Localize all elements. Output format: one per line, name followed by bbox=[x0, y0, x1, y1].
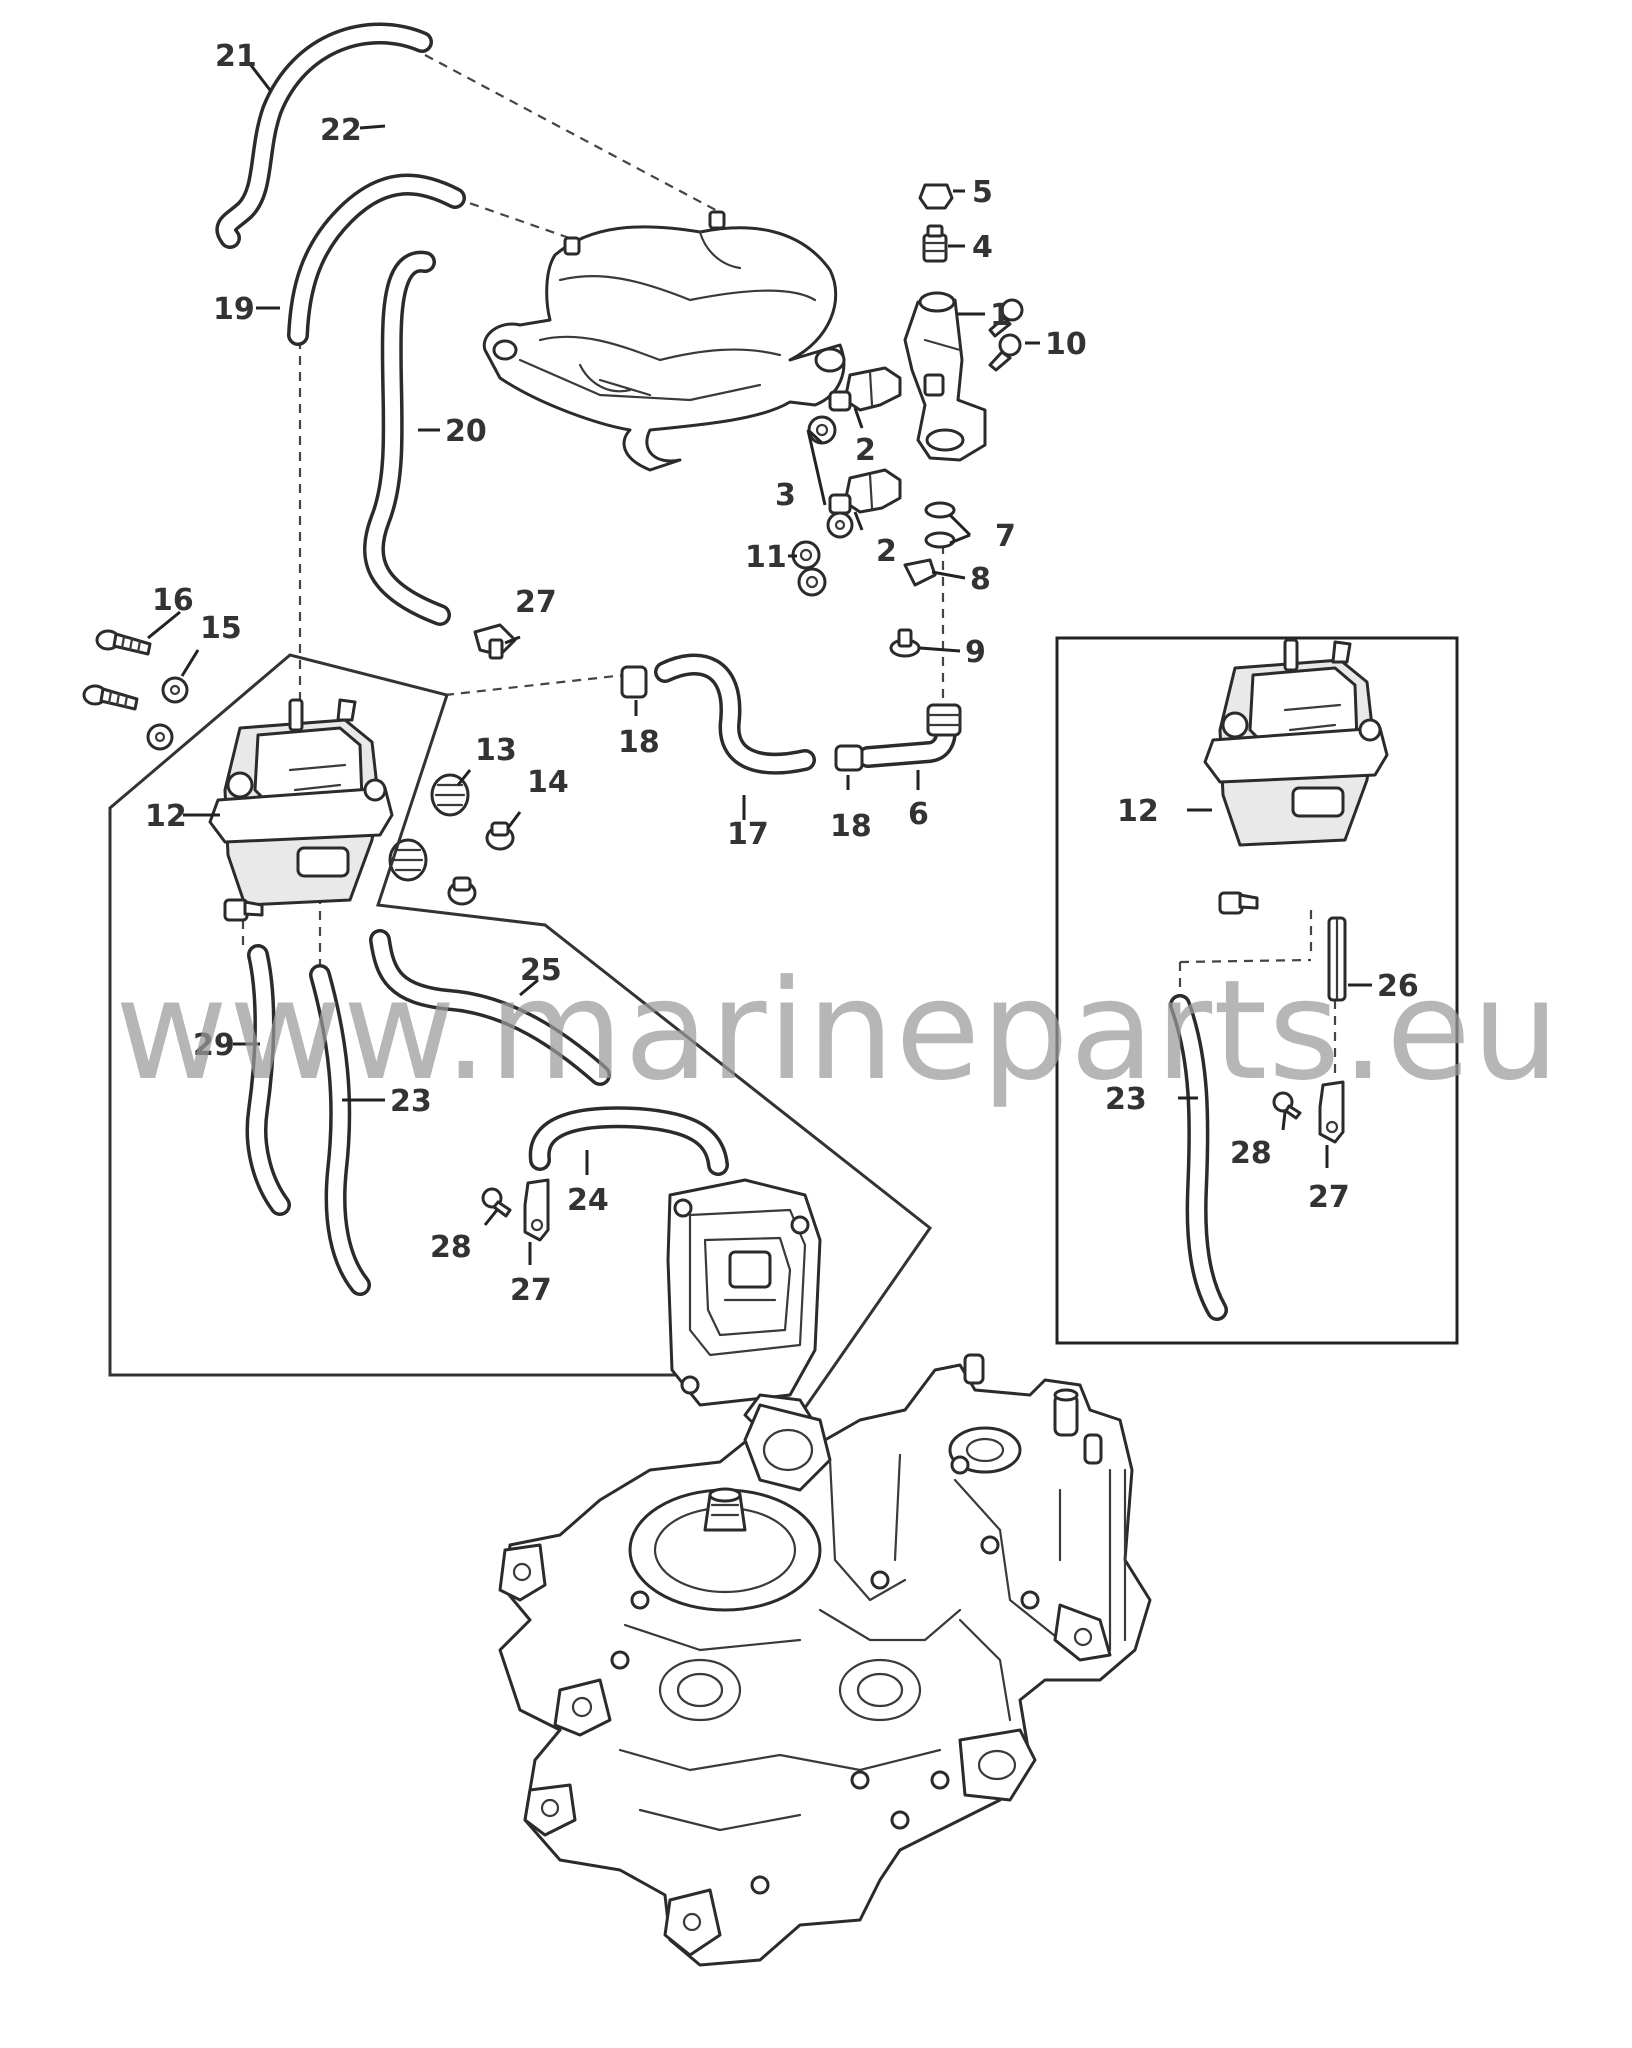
callout-20: 20 bbox=[445, 414, 487, 449]
watermark-text: www.marineparts.eu bbox=[115, 950, 1560, 1111]
screw-28-left bbox=[481, 1187, 512, 1218]
hose-26 bbox=[1327, 916, 1347, 1002]
washers-11 bbox=[791, 511, 854, 597]
assembly-dashed-lines bbox=[241, 54, 1337, 1080]
callout-5: 5 bbox=[972, 175, 993, 210]
callout-13: 13 bbox=[475, 733, 517, 768]
hose-25 bbox=[369, 929, 611, 1086]
carburetor-body bbox=[666, 1178, 822, 1407]
callout-18-left: 18 bbox=[618, 725, 660, 760]
callout-16: 16 bbox=[152, 583, 194, 618]
callout-27-left: 27 bbox=[510, 1273, 552, 1308]
callout-17: 17 bbox=[727, 817, 769, 852]
callout-4: 4 bbox=[972, 230, 993, 265]
callout-10: 10 bbox=[1045, 327, 1087, 362]
connector-18-left bbox=[620, 665, 648, 699]
callout-22: 22 bbox=[320, 113, 362, 148]
fitting-4 bbox=[922, 224, 948, 263]
screws-16 bbox=[82, 629, 152, 711]
hose-19 bbox=[287, 173, 466, 346]
hose-23-left bbox=[309, 964, 371, 1296]
clip-8 bbox=[903, 558, 937, 587]
callout-27-right: 27 bbox=[1308, 1180, 1350, 1215]
callout-9: 9 bbox=[965, 635, 986, 670]
connector-18-right bbox=[834, 744, 864, 772]
callout-18-right: 18 bbox=[830, 809, 872, 844]
callout-19: 19 bbox=[213, 292, 255, 327]
fitting-27-top bbox=[473, 623, 517, 660]
callout-11: 11 bbox=[745, 540, 787, 575]
hose-17 bbox=[654, 653, 816, 775]
screws-10 bbox=[988, 298, 1024, 372]
cover-assembly bbox=[482, 210, 846, 472]
washer-3 bbox=[807, 415, 837, 445]
fuel-pump-12-right bbox=[1203, 638, 1389, 915]
grommets-13 bbox=[388, 773, 470, 882]
fitting-2-upper bbox=[828, 366, 902, 412]
callout-27-top: 27 bbox=[515, 585, 557, 620]
callout-8: 8 bbox=[970, 562, 991, 597]
nut-5 bbox=[918, 183, 954, 210]
callout-7: 7 bbox=[995, 519, 1016, 554]
clip-27-right bbox=[1318, 1080, 1345, 1144]
callout-labels: 21 22 19 20 5 4 1 10 2 3 2 7 8 9 11 16 1… bbox=[145, 39, 1419, 1308]
hose-29 bbox=[245, 944, 291, 1216]
callout-1: 1 bbox=[990, 298, 1011, 333]
bracket-1 bbox=[903, 291, 987, 462]
o-rings-7 bbox=[924, 501, 956, 549]
callout-2-lower: 2 bbox=[876, 534, 897, 569]
fuel-pump-12-left bbox=[208, 698, 394, 922]
callout-12-left: 12 bbox=[145, 799, 187, 834]
callout-6: 6 bbox=[908, 797, 929, 832]
hose-24 bbox=[528, 1106, 729, 1176]
callout-3: 3 bbox=[775, 478, 796, 513]
washers-15 bbox=[146, 676, 189, 751]
callout-28-right: 28 bbox=[1230, 1136, 1272, 1171]
fitting-2-lower bbox=[828, 468, 902, 515]
callout-25: 25 bbox=[520, 953, 562, 988]
hose-20 bbox=[362, 250, 451, 626]
callout-15: 15 bbox=[200, 611, 242, 646]
callout-12-right: 12 bbox=[1117, 794, 1159, 829]
callout-23-right: 23 bbox=[1105, 1082, 1147, 1117]
engine-block bbox=[498, 1353, 1152, 1967]
hose-21 bbox=[215, 22, 433, 249]
screw-28-right bbox=[1272, 1091, 1302, 1120]
callout-28-left: 28 bbox=[430, 1230, 472, 1265]
callout-14: 14 bbox=[527, 765, 569, 800]
grommets-14 bbox=[447, 821, 515, 906]
callout-2-upper: 2 bbox=[855, 433, 876, 468]
callout-21: 21 bbox=[215, 39, 257, 74]
hose-23-right bbox=[1169, 994, 1228, 1321]
clip-27-left bbox=[523, 1178, 550, 1242]
fitting-6-elbow bbox=[926, 703, 962, 737]
callout-23-left: 23 bbox=[390, 1084, 432, 1119]
inset-box bbox=[1055, 636, 1459, 1345]
callout-24: 24 bbox=[567, 1183, 609, 1218]
callout-26: 26 bbox=[1377, 969, 1419, 1004]
bolt-9 bbox=[889, 628, 921, 658]
leader-lines bbox=[147, 63, 1372, 1265]
callout-29: 29 bbox=[193, 1028, 235, 1063]
